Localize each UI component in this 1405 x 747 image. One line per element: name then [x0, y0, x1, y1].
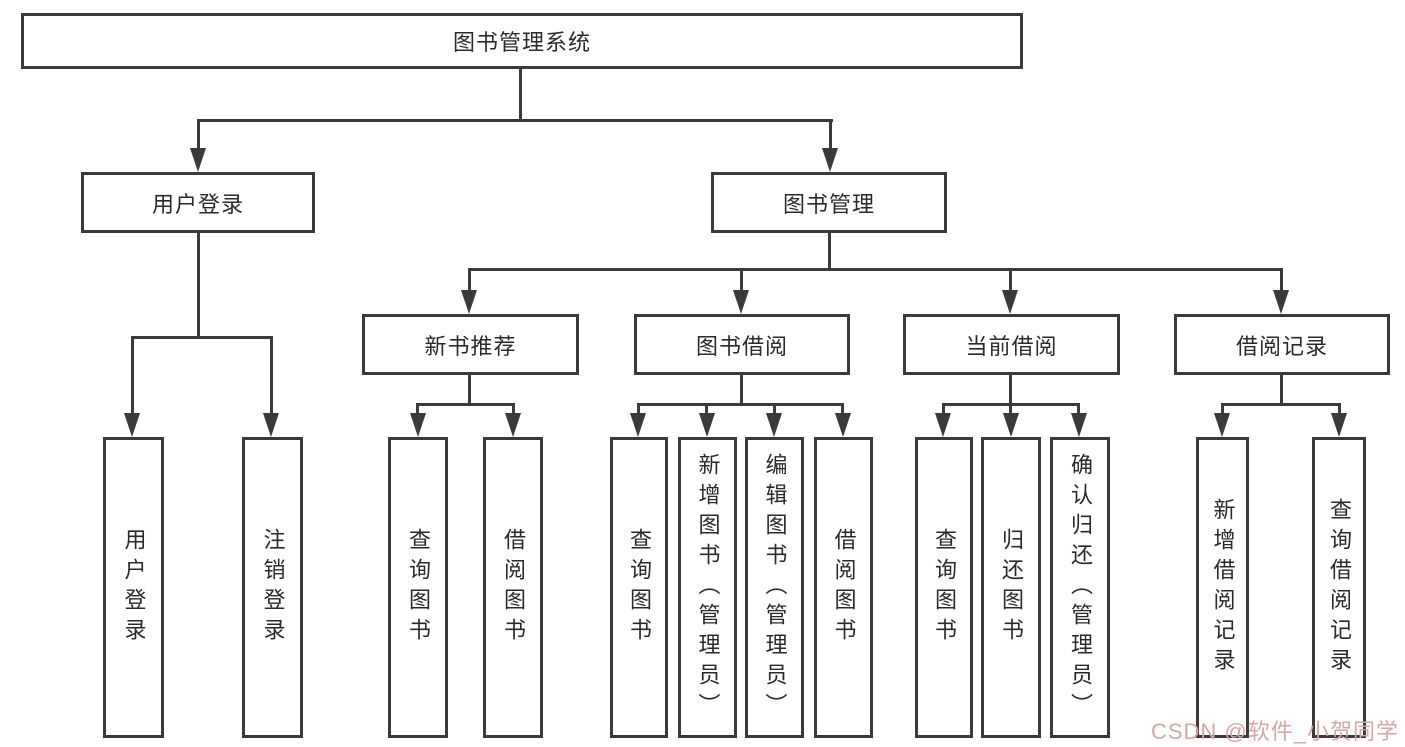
connector-line — [841, 403, 844, 415]
connector-line — [512, 403, 515, 415]
leaf-return-books: 归还图书 — [981, 437, 1041, 738]
connector-line — [1077, 403, 1080, 415]
connector-line — [637, 403, 844, 406]
node-label: 新增借阅记录 — [1210, 497, 1236, 678]
arrowhead-down-icon — [1331, 413, 1347, 437]
connector-line — [1009, 403, 1012, 415]
node-book-borrowing: 图书借阅 — [634, 314, 850, 375]
arrowhead-down-icon — [263, 413, 279, 437]
connector-line — [416, 403, 515, 406]
arrowhead-down-icon — [461, 290, 477, 314]
arrowhead-down-icon — [733, 290, 749, 314]
node-label: 借阅记录 — [1235, 333, 1328, 359]
arrowhead-down-icon — [699, 413, 715, 437]
connector-line — [416, 403, 419, 415]
node-label: 借阅图书 — [501, 527, 526, 648]
connector-line — [270, 336, 273, 415]
leaf-confirm-return-admin: 确认归还（管理员） — [1050, 437, 1110, 738]
node-new-book-recommend: 新书推荐 — [362, 314, 579, 375]
watermark: CSDN @软件_小贺同学 — [1150, 719, 1399, 744]
connector-line — [1280, 375, 1283, 406]
arrowhead-down-icon — [630, 413, 646, 437]
leaf-borrow-books-recommend: 借阅图书 — [483, 437, 543, 738]
connector-line — [468, 268, 471, 292]
leaf-query-books-current: 查询图书 — [915, 437, 973, 738]
node-label: 图书管理 — [782, 191, 875, 217]
node-label: 图书借阅 — [695, 333, 788, 359]
connector-line — [1009, 268, 1012, 292]
leaf-query-borrow-record: 查询借阅记录 — [1312, 437, 1366, 738]
arrowhead-down-icon — [835, 413, 851, 437]
node-library-system: 图书管理系统 — [21, 13, 1023, 69]
connector-line — [1338, 403, 1341, 415]
node-label: 图书管理系统 — [452, 30, 591, 55]
node-label: 编辑图书（管理员） — [762, 452, 788, 723]
arrowhead-down-icon — [124, 413, 140, 437]
arrowhead-down-icon — [766, 413, 782, 437]
arrowhead-down-icon — [1214, 413, 1230, 437]
arrowhead-down-icon — [1273, 290, 1289, 314]
node-book-management: 图书管理 — [711, 172, 947, 233]
leaf-query-books-borrowing: 查询图书 — [610, 437, 668, 738]
connector-line — [740, 268, 743, 292]
leaf-borrow-books: 借阅图书 — [814, 437, 873, 738]
connector-line — [773, 403, 776, 415]
connector-line — [519, 68, 522, 121]
connector-line — [828, 232, 831, 271]
leaf-logout: 注销登录 — [242, 437, 303, 738]
leaf-edit-books-admin: 编辑图书（管理员） — [745, 437, 804, 738]
connector-line — [468, 268, 1283, 271]
connector-line — [197, 232, 200, 339]
arrowhead-down-icon — [935, 413, 951, 437]
connector-line — [1009, 375, 1012, 406]
node-label: 新书推荐 — [424, 333, 517, 359]
node-borrow-records: 借阅记录 — [1174, 314, 1390, 375]
node-label: 用户登录 — [151, 191, 244, 217]
node-label: 查询图书 — [627, 527, 652, 648]
node-label: 查询图书 — [406, 527, 431, 648]
leaf-user-login: 用户登录 — [103, 437, 164, 738]
arrowhead-down-icon — [505, 413, 521, 437]
arrowhead-down-icon — [1003, 413, 1019, 437]
connector-line — [1221, 403, 1224, 415]
connector-line — [468, 375, 471, 406]
arrowhead-down-icon — [190, 148, 206, 172]
connector-line — [829, 119, 832, 150]
connector-line — [740, 375, 743, 406]
connector-line — [1280, 268, 1283, 292]
node-label: 借阅图书 — [831, 527, 857, 648]
connector-line — [942, 403, 945, 415]
arrowhead-down-icon — [410, 413, 426, 437]
node-label: 归还图书 — [999, 527, 1024, 648]
node-user-login: 用户登录 — [81, 172, 315, 233]
arrowhead-down-icon — [1071, 413, 1087, 437]
connector-line — [1221, 403, 1341, 406]
connector-line — [705, 403, 708, 415]
connector-line — [197, 119, 200, 150]
node-current-borrowing: 当前借阅 — [903, 314, 1120, 375]
arrowhead-down-icon — [1002, 290, 1018, 314]
node-label: 当前借阅 — [965, 333, 1058, 359]
connector-line — [131, 336, 134, 415]
arrowhead-down-icon — [822, 148, 838, 172]
node-label: 注销登录 — [260, 527, 286, 648]
node-label: 查询借阅记录 — [1327, 497, 1352, 678]
leaf-query-books-recommend: 查询图书 — [388, 437, 448, 738]
node-label: 确认归还（管理员） — [1068, 452, 1093, 723]
node-label: 查询图书 — [932, 527, 957, 648]
connector-line — [131, 336, 273, 339]
connector-line — [197, 119, 833, 122]
leaf-add-books-admin: 新增图书（管理员） — [678, 437, 737, 738]
leaf-add-borrow-record: 新增借阅记录 — [1196, 437, 1249, 738]
node-label: 新增图书（管理员） — [695, 452, 721, 723]
node-label: 用户登录 — [121, 527, 147, 648]
connector-line — [637, 403, 640, 415]
